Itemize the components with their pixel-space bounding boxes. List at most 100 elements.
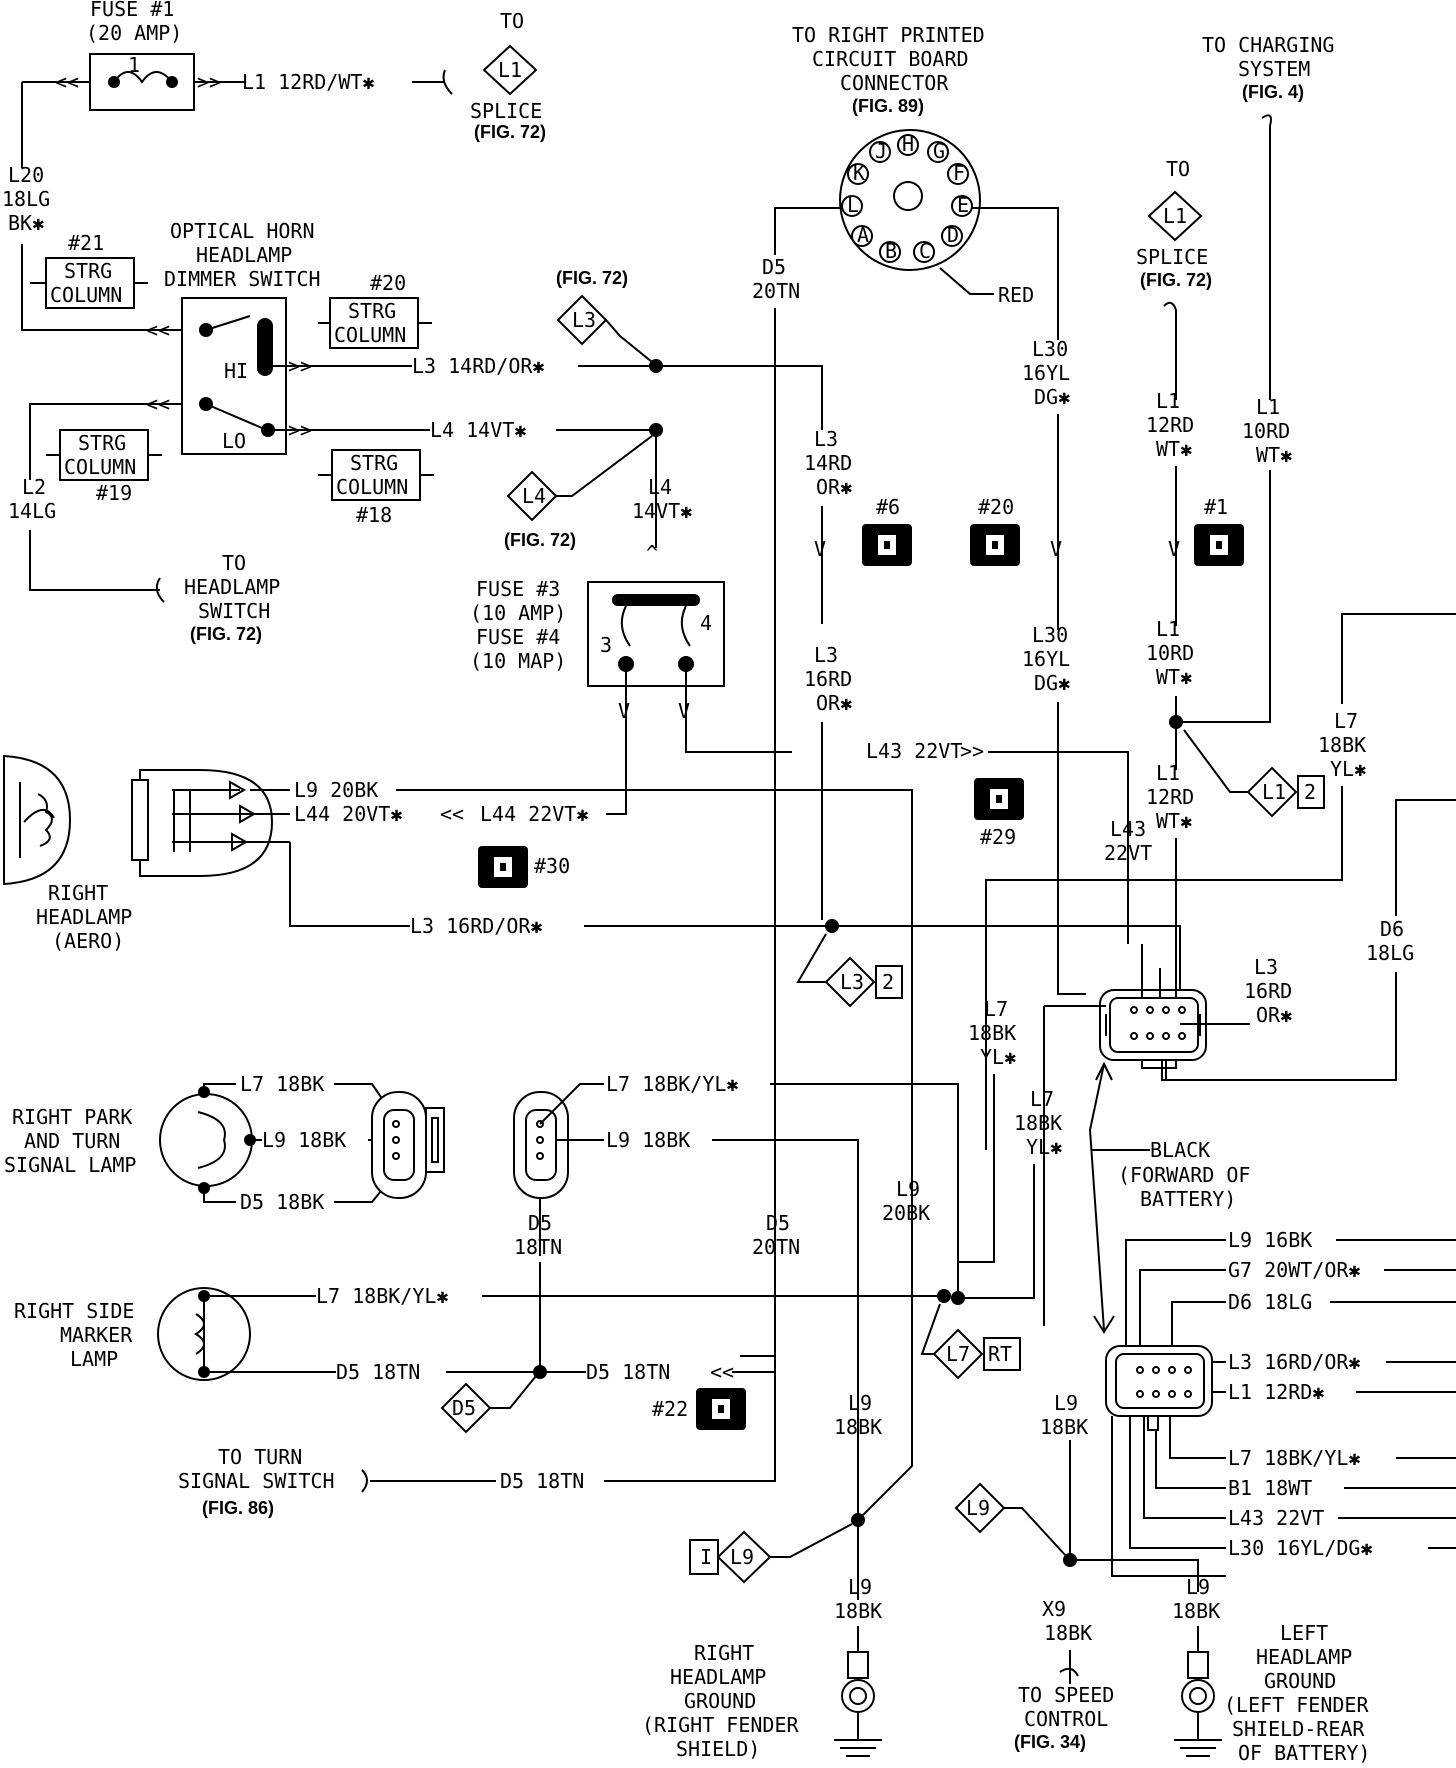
svg-text:20TN: 20TN xyxy=(752,279,800,303)
svg-text:L7: L7 xyxy=(984,997,1008,1021)
black-forward-battery: BLACK (FORWARD OF BATTERY) xyxy=(1088,1061,1250,1334)
svg-text:STRG: STRG xyxy=(64,259,112,283)
svg-text:<<: << xyxy=(55,70,79,94)
svg-text:<<: << xyxy=(146,318,170,342)
svg-text:4: 4 xyxy=(700,611,712,635)
svg-text:14VT✱: 14VT✱ xyxy=(632,499,692,523)
svg-text:L1: L1 xyxy=(1156,389,1180,413)
l9-left-ground: L9 18BK LEFT HEADLAMP GROUND (LEFT FENDE… xyxy=(1172,1575,1370,1765)
strg-column-18: STRG COLUMN #18 xyxy=(318,449,434,527)
svg-text:#30: #30 xyxy=(534,854,570,878)
svg-text:BK✱: BK✱ xyxy=(8,211,44,235)
svg-text:L20: L20 xyxy=(8,163,44,187)
svg-text:18BK: 18BK xyxy=(1014,1111,1062,1135)
fuse-1: FUSE #1 (20 AMP) 1 << >> L1 12RD/WT✱ xyxy=(21,0,453,168)
svg-text:L9: L9 xyxy=(1054,1391,1078,1415)
svg-text:L43 22VT: L43 22VT xyxy=(866,739,962,763)
svg-text:L30: L30 xyxy=(1032,623,1068,647)
svg-text:HEADLAMP: HEADLAMP xyxy=(184,575,280,599)
svg-text:E: E xyxy=(957,193,969,217)
svg-text:COLUMN: COLUMN xyxy=(334,323,406,347)
svg-text:WT✱: WT✱ xyxy=(1156,437,1192,461)
svg-text:TO: TO xyxy=(1166,157,1190,181)
svg-text:TO: TO xyxy=(222,551,246,575)
svg-text:(FIG. 72): (FIG. 72) xyxy=(190,624,262,644)
svg-text:L1: L1 xyxy=(498,58,522,82)
svg-text:STRG: STRG xyxy=(78,431,126,455)
svg-text:WT✱: WT✱ xyxy=(1156,809,1192,833)
svg-text:L9 16BK: L9 16BK xyxy=(1228,1228,1312,1252)
right-headlamp-ground: RIGHT HEADLAMP GROUND (RIGHT FENDER SHIE… xyxy=(642,1641,799,1761)
l43-wire: L43 22VT >> L43 22VT xyxy=(866,739,1152,944)
svg-text:D6: D6 xyxy=(1380,917,1404,941)
svg-text:V: V xyxy=(1050,537,1062,561)
fuse1-amp: (20 AMP) xyxy=(86,21,182,45)
svg-text:COLUMN: COLUMN xyxy=(50,283,122,307)
svg-text:RIGHT SIDE: RIGHT SIDE xyxy=(14,1299,134,1323)
svg-text:A: A xyxy=(857,223,869,247)
svg-text:18LG: 18LG xyxy=(2,187,50,211)
svg-text:D5: D5 xyxy=(528,1211,552,1235)
svg-text:OPTICAL HORN: OPTICAL HORN xyxy=(170,219,315,243)
svg-text:STRG: STRG xyxy=(348,299,396,323)
svg-text:L3: L3 xyxy=(572,308,596,332)
svg-text:SPLICE: SPLICE xyxy=(470,99,542,123)
svg-text:(FIG. 72): (FIG. 72) xyxy=(1140,270,1212,290)
svg-text:X9: X9 xyxy=(1042,1597,1066,1621)
svg-text:#19: #19 xyxy=(96,481,132,505)
svg-text:TO RIGHT PRINTED: TO RIGHT PRINTED xyxy=(792,23,985,47)
svg-text:L1: L1 xyxy=(1163,204,1187,228)
svg-text:#6: #6 xyxy=(876,495,900,519)
svg-text:L9: L9 xyxy=(730,1545,754,1569)
svg-text:DG✱: DG✱ xyxy=(1034,671,1070,695)
d5-20tn-top: D5 20TN xyxy=(752,255,800,1370)
svg-text:L7: L7 xyxy=(1334,709,1358,733)
svg-text:WT✱: WT✱ xyxy=(1156,665,1192,689)
svg-text:YL✱: YL✱ xyxy=(1026,1135,1062,1159)
park-turn-lamp: RIGHT PARK AND TURN SIGNAL LAMP L7 18BK … xyxy=(4,1072,445,1214)
svg-text:L3 14RD/OR✱: L3 14RD/OR✱ xyxy=(412,354,544,378)
svg-text:(FIG. 72): (FIG. 72) xyxy=(504,530,576,550)
svg-text:(FORWARD OF: (FORWARD OF xyxy=(1118,1163,1250,1187)
svg-text:(FIG. 34): (FIG. 34) xyxy=(1014,1732,1086,1752)
svg-text:D: D xyxy=(947,223,959,247)
svg-text:SIGNAL LAMP: SIGNAL LAMP xyxy=(4,1153,136,1177)
svg-text:#1: #1 xyxy=(1204,495,1228,519)
svg-text:TO TURN: TO TURN xyxy=(218,1445,302,1469)
svg-text:SHIELD-REAR: SHIELD-REAR xyxy=(1232,1717,1365,1741)
svg-text:COLUMN: COLUMN xyxy=(64,455,136,479)
svg-text:L3 16RD/OR✱: L3 16RD/OR✱ xyxy=(1228,1350,1360,1374)
svg-text:FUSE #3: FUSE #3 xyxy=(476,577,560,601)
svg-text:AND TURN: AND TURN xyxy=(24,1129,120,1153)
to-charging-system: TO CHARGING SYSTEM (FIG. 4) xyxy=(1202,33,1334,400)
svg-text:D5 18TN: D5 18TN xyxy=(586,1360,670,1384)
svg-text:SWITCH: SWITCH xyxy=(198,599,270,623)
svg-text:(RIGHT FENDER: (RIGHT FENDER xyxy=(642,1713,799,1737)
svg-text:14RD: 14RD xyxy=(804,451,852,475)
svg-text:HEADLAMP: HEADLAMP xyxy=(1256,1645,1352,1669)
svg-text:10RD: 10RD xyxy=(1146,641,1194,665)
svg-text:^: ^ xyxy=(646,541,658,565)
svg-text:L30 16YL/DG✱: L30 16YL/DG✱ xyxy=(1228,1536,1373,1560)
d5-tag: D5 xyxy=(440,1375,537,1434)
svg-text:#20: #20 xyxy=(370,271,406,295)
l4-14vt: L4 14VT✱ ^ xyxy=(632,475,692,565)
central-connector: L3 16RD OR✱ xyxy=(1043,955,1292,1326)
connector-6: #6 xyxy=(862,495,912,566)
svg-text:20TN: 20TN xyxy=(752,1235,800,1259)
svg-text:16YL: 16YL xyxy=(1022,361,1070,385)
svg-text:2: 2 xyxy=(882,970,894,994)
svg-text:16YL: 16YL xyxy=(1022,647,1070,671)
l9-speed-control: L9 18BK L9 X9 18BK TO SPEED CONTROL (FIG… xyxy=(954,1391,1199,1752)
svg-text:TO SPEED: TO SPEED xyxy=(1018,1683,1114,1707)
svg-text:L4 14VT✱: L4 14VT✱ xyxy=(430,418,526,442)
svg-text:L9 18BK: L9 18BK xyxy=(606,1128,690,1152)
l2-to-headlamp-switch: L2 14LG TO HEADLAMP SWITCH (FIG. 72) xyxy=(8,403,280,644)
svg-text:(AERO): (AERO) xyxy=(52,929,124,953)
svg-text:L7 18BK/YL✱: L7 18BK/YL✱ xyxy=(316,1284,448,1308)
l7-middle: L7 18BK YL✱ L7 18BK YL✱ xyxy=(951,997,1062,1305)
svg-text:OR✱: OR✱ xyxy=(1256,1003,1292,1027)
svg-text:D5 18BK: D5 18BK xyxy=(240,1190,324,1214)
svg-text:SHIELD): SHIELD) xyxy=(676,1737,760,1761)
connector-22: #22 xyxy=(652,1388,746,1430)
